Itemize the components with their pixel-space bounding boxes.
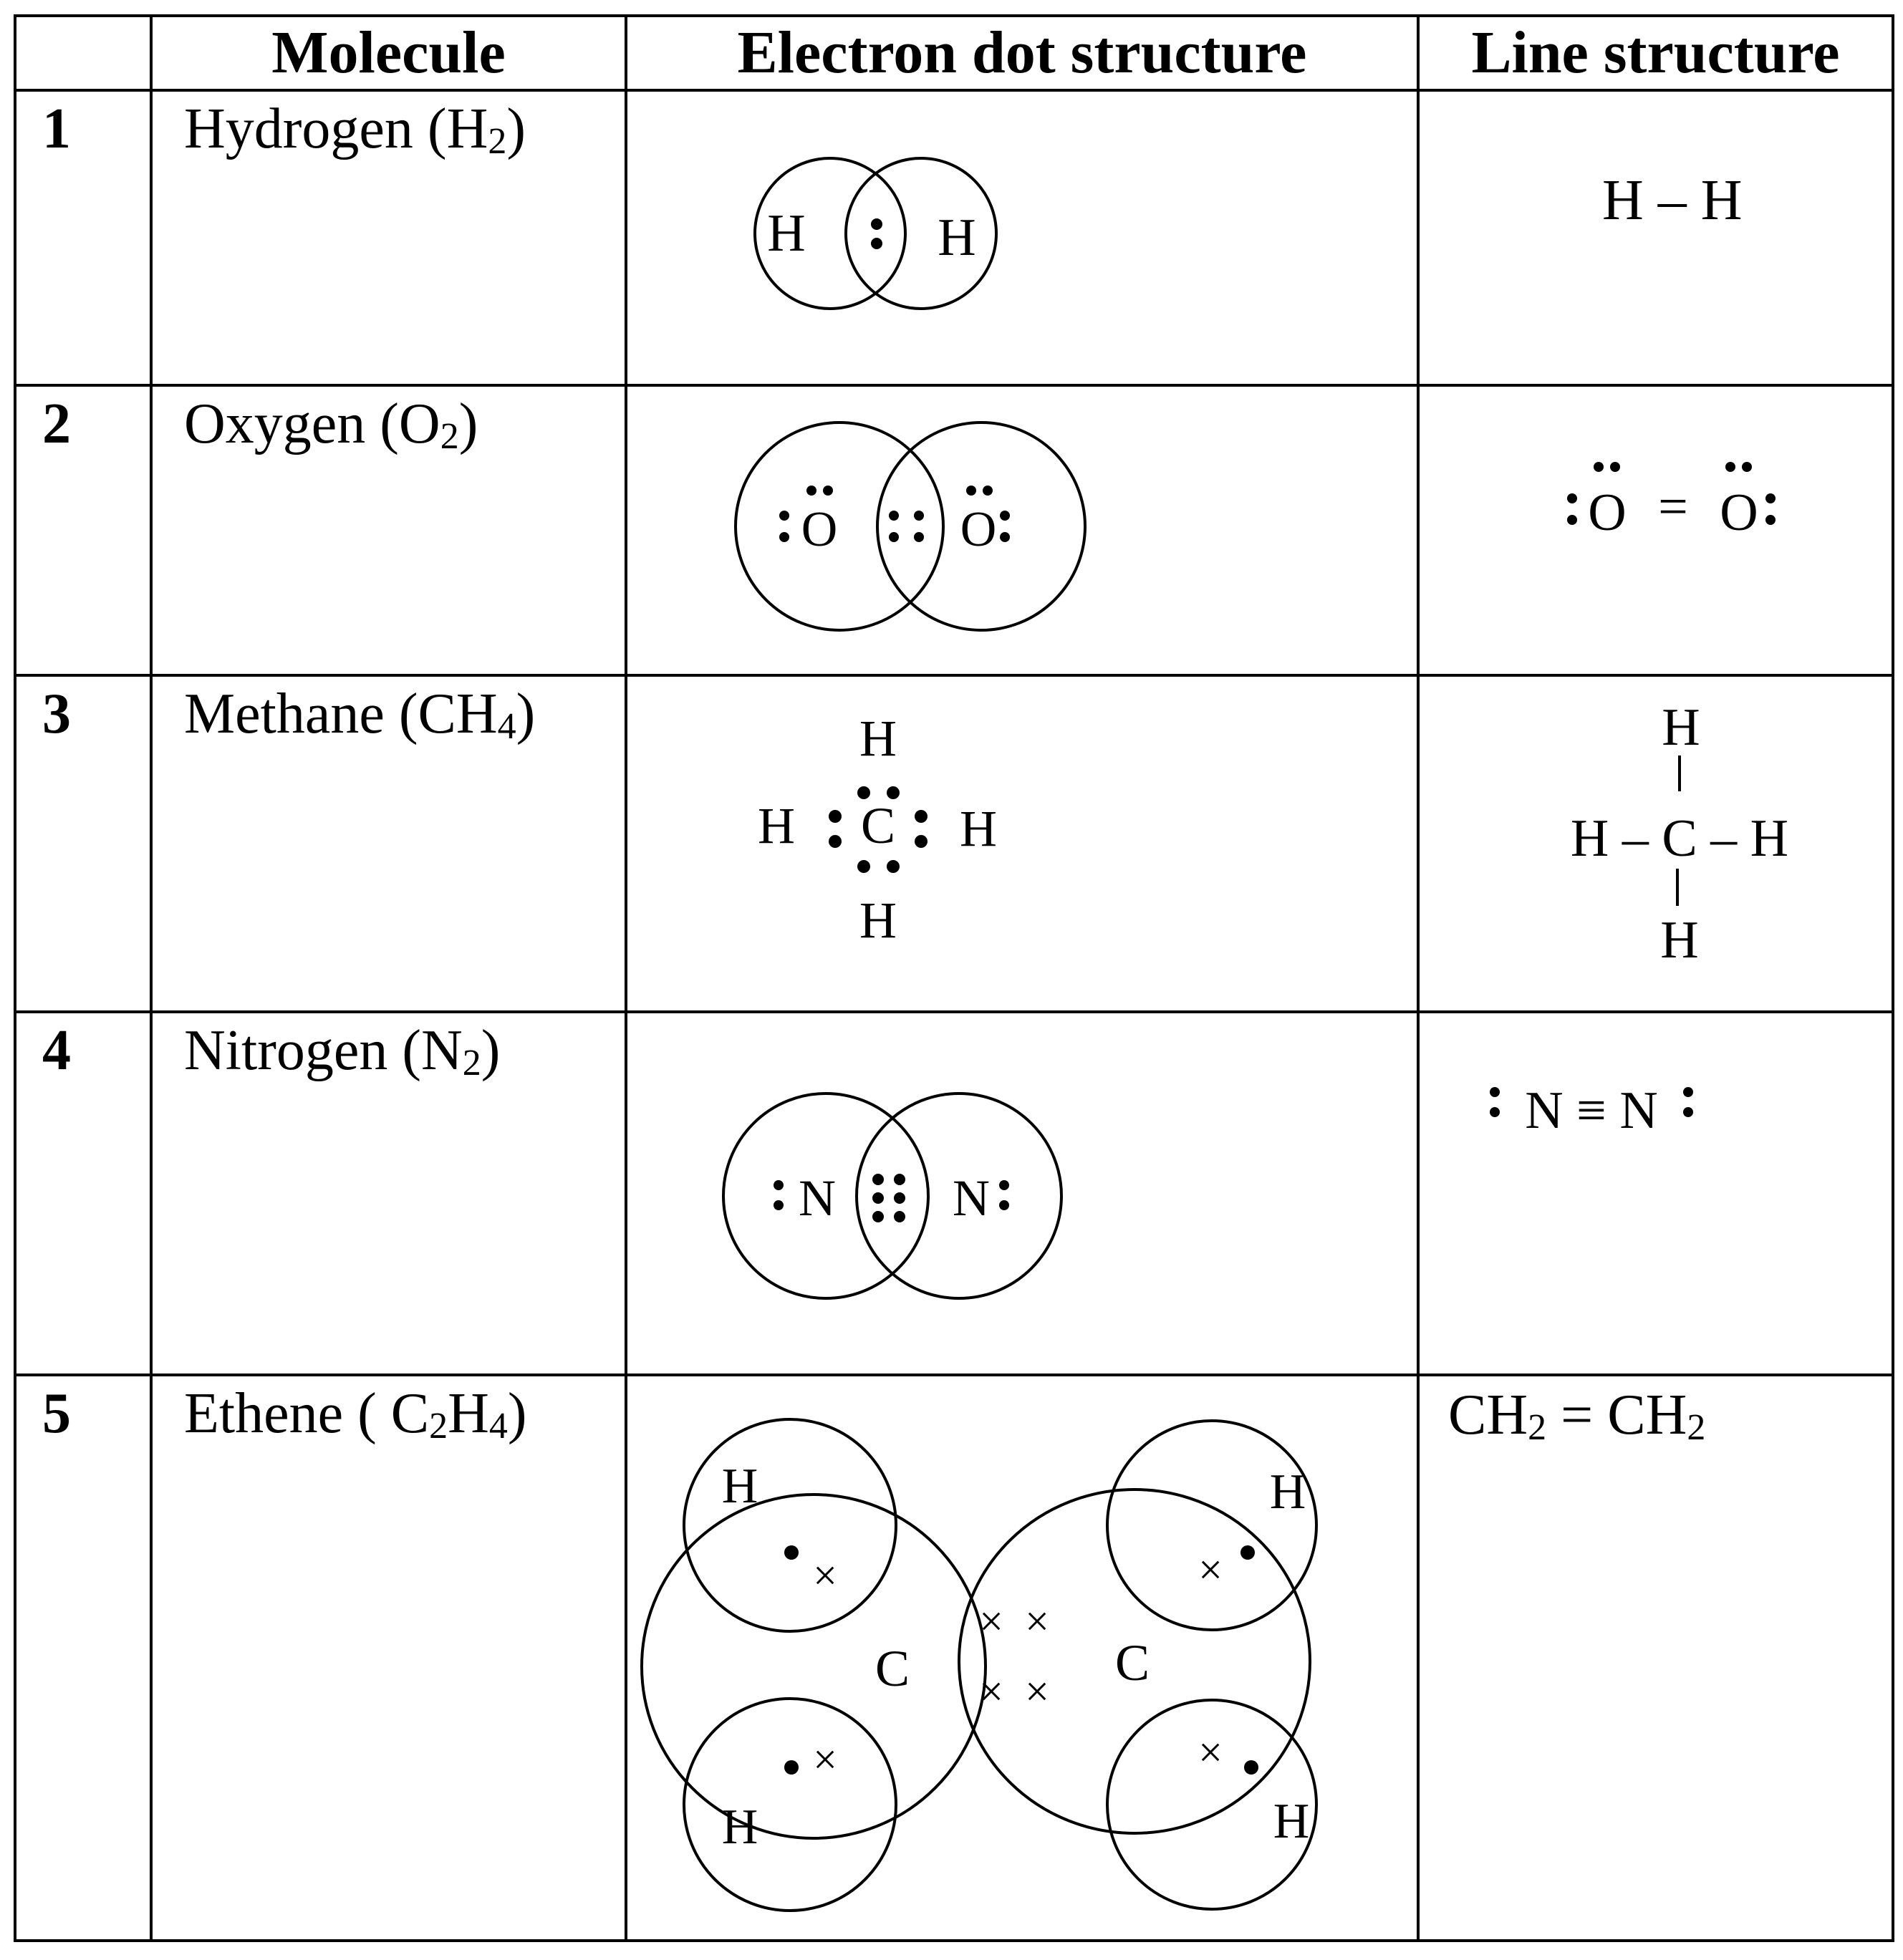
electron-cross: × <box>979 1668 1003 1715</box>
nitrogen-dot-diagram: N N <box>722 1092 1063 1300</box>
table-row: 1 Hydrogen (H2) H H H – H <box>14 89 1894 387</box>
nitrogen-line-structure: N ≡ N <box>1490 1081 1693 1140</box>
atom-label: C <box>875 1640 910 1697</box>
atom-label: H <box>859 892 897 949</box>
atom-label: C <box>1115 1634 1150 1691</box>
atom-label: H <box>722 1800 758 1855</box>
line-structure-cell: N ≡ N <box>1417 1010 1894 1376</box>
row-number-cell: 3 <box>14 674 153 1013</box>
atom-label: O <box>1720 483 1758 542</box>
row-number-cell: 2 <box>14 384 153 677</box>
triple-bond-structure: N ≡ N <box>1525 1081 1658 1140</box>
line-structure-cell: H – H <box>1417 89 1894 387</box>
row-number: 3 <box>42 682 71 745</box>
molecule-cell: Nitrogen (N2) <box>150 1010 627 1376</box>
electron-dot-cell: N N <box>625 1010 1420 1376</box>
electron-cross: × <box>979 1598 1003 1645</box>
electron-dot-cell: H H H H C C × × × × × × <box>625 1374 1420 1942</box>
methane-line-structure: H H – C – H H <box>1571 698 1788 970</box>
row-number: 1 <box>42 97 71 160</box>
molecule-cell: Hydrogen (H2) <box>150 89 627 387</box>
ethene-dot-diagram: H H H H C C × × × × × × <box>640 1418 1318 1912</box>
atom-label: O <box>1588 483 1626 542</box>
atom-label: N <box>953 1169 990 1227</box>
hydrogen-line-structure: H – H <box>1602 169 1743 232</box>
molecule-name: Oxygen (O2) <box>184 392 478 457</box>
line-structure-cell: O = O <box>1417 384 1894 677</box>
molecule-name: Methane (CH4) <box>184 682 536 747</box>
electron-cross: × <box>813 1736 837 1783</box>
atom-label: H <box>960 800 997 857</box>
header-number <box>14 14 153 92</box>
row-number-cell: 1 <box>14 89 153 387</box>
molecule-name: Ethene ( C2H4) <box>184 1382 527 1447</box>
atom-label: H <box>938 208 975 267</box>
electron-cross: × <box>1025 1668 1049 1715</box>
line-structure-cell: CH2 = CH2 <box>1417 1374 1894 1942</box>
atom-label: H <box>859 710 897 767</box>
row-number-cell: 4 <box>14 1010 153 1376</box>
atom-label: H <box>758 797 795 854</box>
molecule-name: Hydrogen (H2) <box>184 97 526 162</box>
electron-cross: × <box>1198 1729 1223 1776</box>
row-number-cell: 5 <box>14 1374 153 1942</box>
atom-label: C <box>861 797 895 854</box>
line-structure-cell: H H – C – H H <box>1417 674 1894 1013</box>
atom-label: O <box>801 502 838 557</box>
electron-cross: × <box>1025 1598 1049 1645</box>
atom-label: H <box>1662 698 1700 757</box>
electron-dot-cell: H H C H H <box>625 674 1420 1013</box>
ethene-line-structure: CH2 = CH2 <box>1448 1384 1706 1448</box>
row-number: 5 <box>42 1382 71 1445</box>
molecule-structure-table: Molecule Electron dot structure Line str… <box>14 14 1894 1942</box>
atom-label: H <box>1270 1464 1306 1520</box>
methane-middle-line: H – C – H <box>1571 809 1788 868</box>
table-row: 5 Ethene ( C2H4) H H H H C C <box>14 1374 1894 1942</box>
molecule-cell: Ethene ( C2H4) <box>150 1374 627 1942</box>
atom-label: H <box>767 204 805 263</box>
double-bond: = <box>1658 478 1688 536</box>
header-row: Molecule Electron dot structure Line str… <box>14 14 1894 92</box>
atom-label: O <box>960 502 997 557</box>
electron-dot-cell: H H <box>625 89 1420 387</box>
table-row: 4 Nitrogen (N2) N N N <box>14 1010 1894 1376</box>
electron-dot-cell: O O <box>625 384 1420 677</box>
molecule-name: Nitrogen (N2) <box>184 1019 501 1083</box>
table-row: 3 Methane (CH4) H H C H H H <box>14 674 1894 1013</box>
row-number: 4 <box>42 1019 71 1082</box>
header-line-structure: Line structure <box>1417 14 1894 92</box>
molecule-cell: Oxygen (O2) <box>150 384 627 677</box>
oxygen-line-structure: O = O <box>1567 462 1776 542</box>
header-molecule: Molecule <box>150 14 627 92</box>
electron-cross: × <box>1198 1546 1223 1593</box>
header-electron-dot: Electron dot structure <box>625 14 1420 92</box>
electron-cross: × <box>813 1552 837 1599</box>
hydrogen-dot-diagram: H H <box>753 157 998 310</box>
atom-label: H <box>1273 1794 1310 1849</box>
oxygen-dot-diagram: O O <box>734 421 1087 632</box>
row-number: 2 <box>42 392 71 455</box>
atom-label: H <box>722 1459 758 1514</box>
methane-dot-diagram: H H C H H <box>758 710 997 949</box>
molecule-cell: Methane (CH4) <box>150 674 627 1013</box>
atom-label: H <box>1660 911 1698 970</box>
table-row: 2 Oxygen (O2) O O <box>14 384 1894 677</box>
atom-label: N <box>799 1169 836 1227</box>
